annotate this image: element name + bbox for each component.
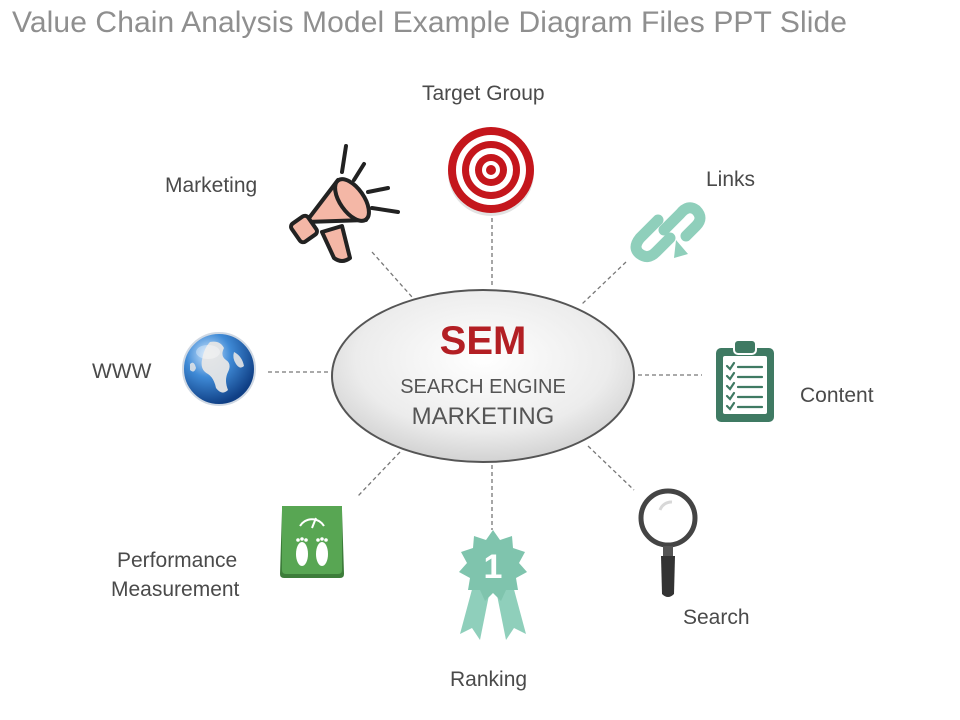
sem-subtitle-line1: SEARCH ENGINE	[400, 376, 566, 398]
connector-top-right	[581, 261, 627, 305]
globe-icon	[182, 332, 256, 406]
label-target-group: Target Group	[422, 82, 545, 105]
label-performance: Performance	[117, 549, 238, 572]
sem-subtitle-line2: MARKETING	[411, 403, 555, 430]
clipboard-icon	[716, 339, 774, 422]
megaphone-icon	[289, 144, 400, 263]
label-marketing: Marketing	[165, 174, 258, 197]
magnifier-icon	[638, 488, 698, 597]
connector-top-left	[371, 251, 413, 298]
label-content: Content	[800, 384, 874, 407]
ranking-badge-number: 1	[484, 548, 503, 586]
label-links: Links	[706, 168, 756, 191]
scale-icon	[280, 506, 344, 578]
label-search: Search	[683, 606, 750, 629]
target-icon	[448, 127, 534, 216]
connector-bottom-right	[587, 445, 635, 491]
sem-center-node: SEM SEARCH ENGINE MARKETING	[330, 287, 636, 465]
ribbon-badge-icon: 1	[459, 530, 527, 640]
label-www: WWW	[92, 360, 152, 383]
label-measurement: Measurement	[111, 578, 240, 601]
link-icon	[630, 202, 706, 263]
sem-heading: SEM	[439, 319, 527, 363]
label-ranking: Ranking	[450, 668, 528, 691]
slide-title: Value Chain Analysis Model Example Diagr…	[12, 6, 848, 39]
connector-bottom-left	[357, 451, 401, 497]
